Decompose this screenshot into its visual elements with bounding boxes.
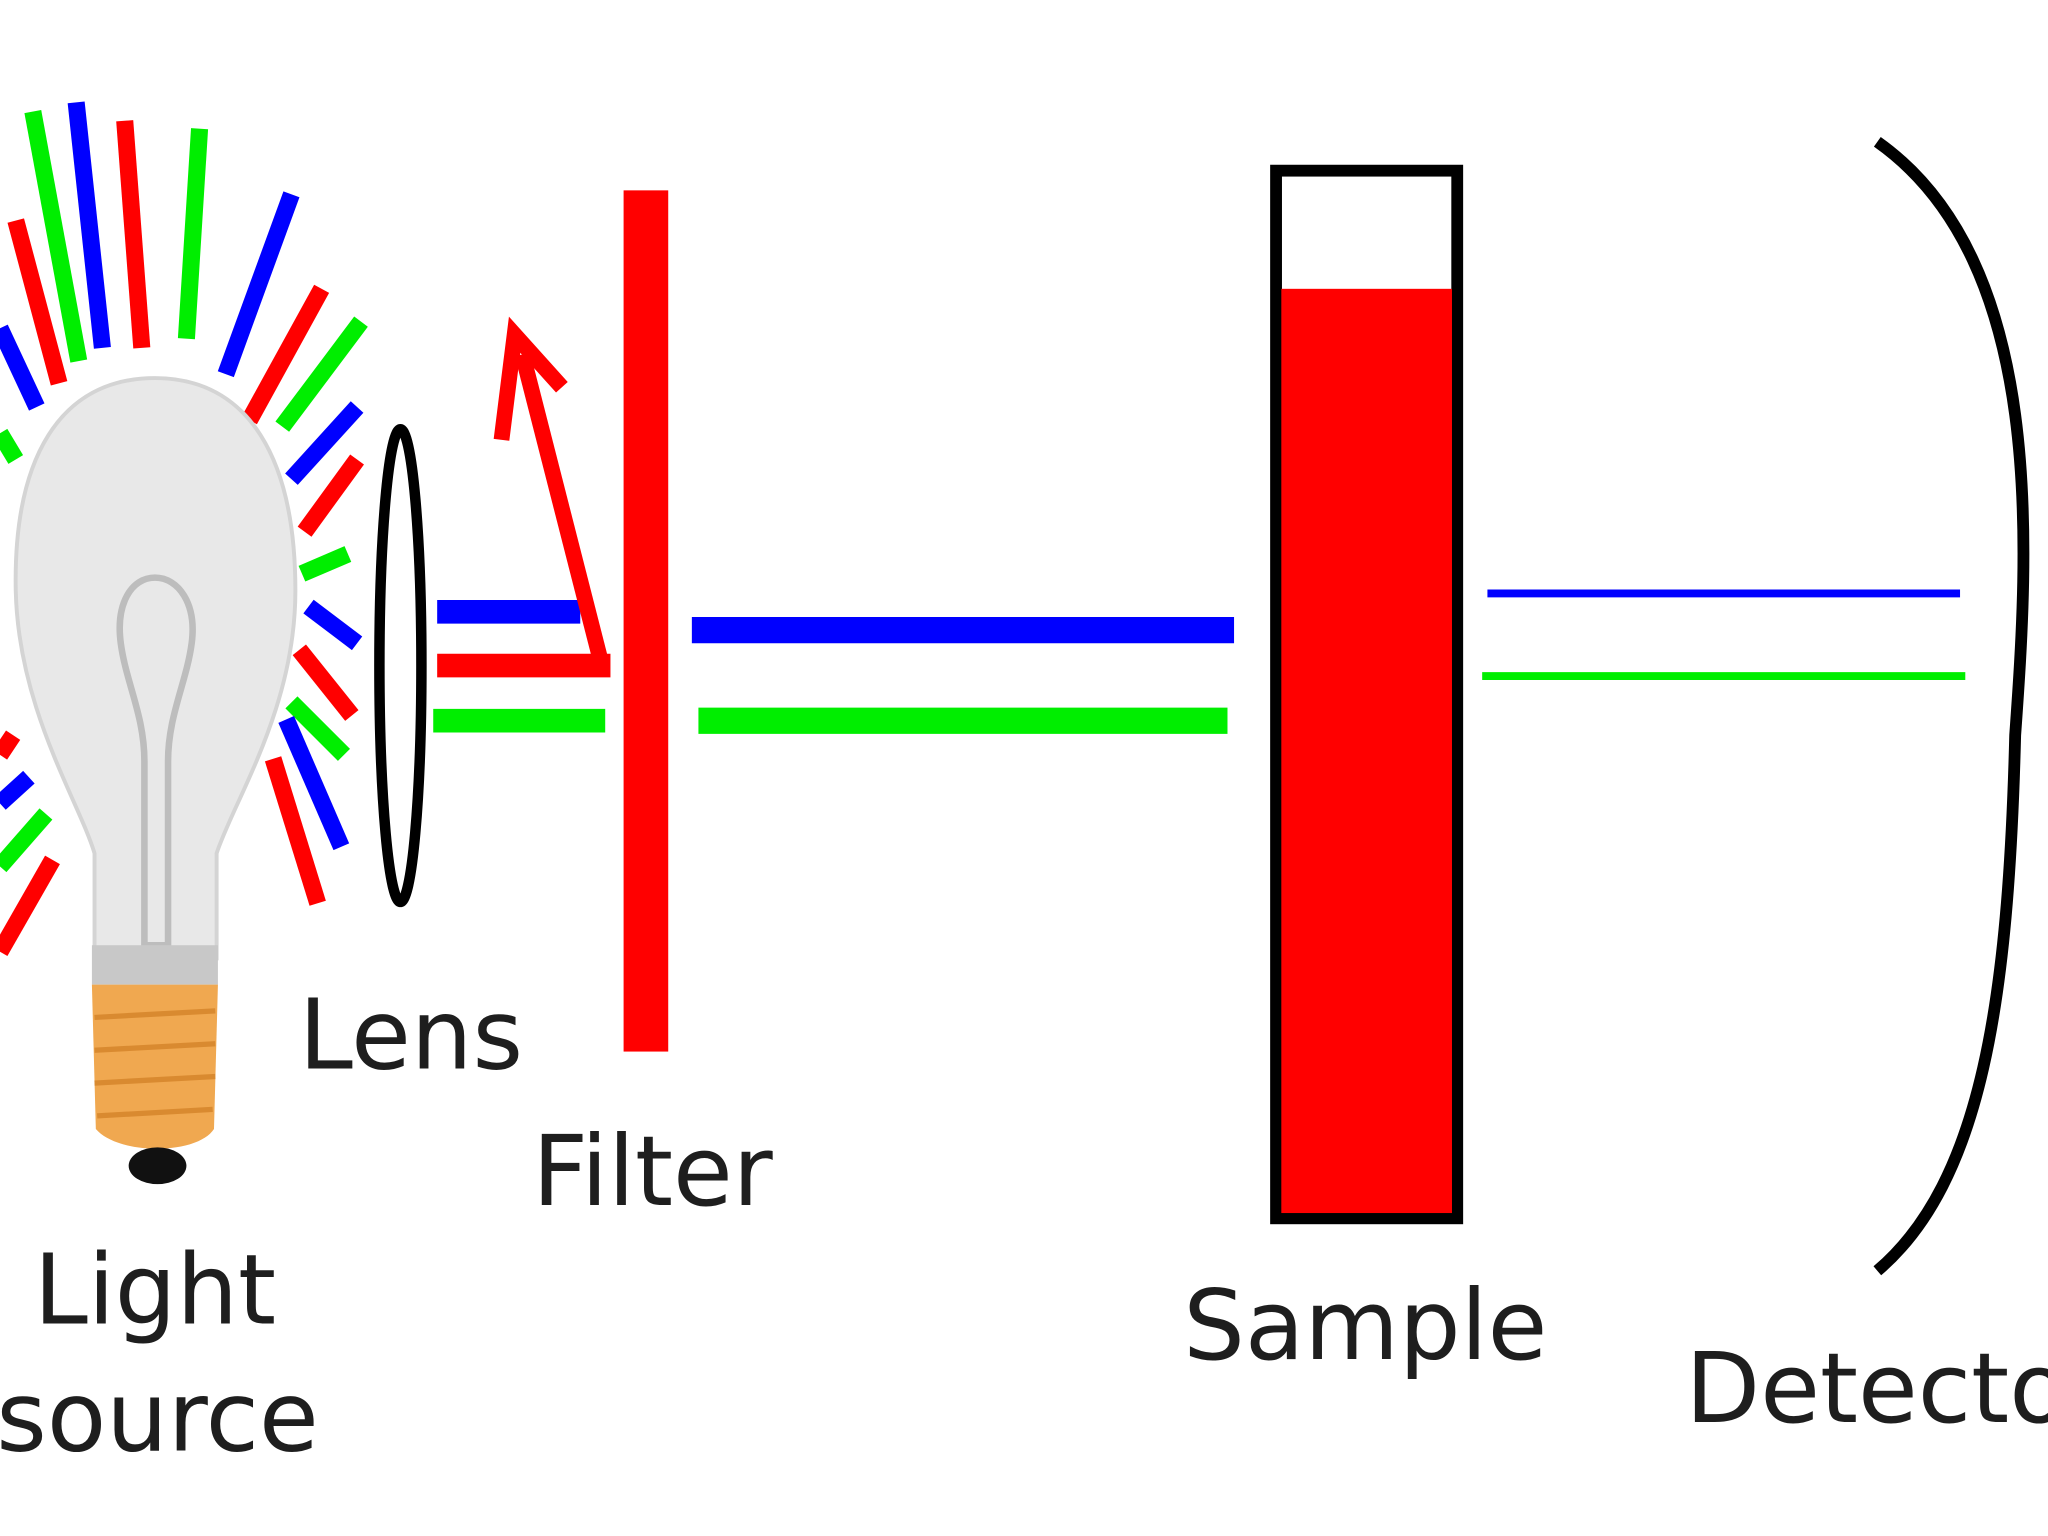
light-ray xyxy=(298,546,352,582)
light-ray xyxy=(116,120,151,349)
incoming-beams xyxy=(433,599,611,733)
light-ray xyxy=(0,428,24,464)
light-ray xyxy=(297,454,364,537)
filtered-beams xyxy=(691,617,1235,734)
light-ray xyxy=(264,756,326,906)
light-ray xyxy=(275,316,368,432)
light-ray xyxy=(177,128,209,340)
light-ray xyxy=(67,101,111,349)
light-ray xyxy=(285,696,350,761)
light-ray xyxy=(217,191,300,378)
light-ray xyxy=(0,770,35,810)
filter-shape xyxy=(623,190,669,1052)
light-ray xyxy=(7,218,68,386)
reflected-red-arrow xyxy=(493,316,609,665)
light-ray xyxy=(278,716,350,851)
lens-shape xyxy=(374,424,427,908)
light-ray xyxy=(0,324,45,411)
light-ray xyxy=(24,110,88,363)
light-ray xyxy=(241,284,330,425)
detector-label: Detector xyxy=(1685,1332,2048,1445)
transmitted-beams xyxy=(1482,589,1966,681)
light-ray xyxy=(303,599,363,651)
light-rays xyxy=(0,101,368,957)
light-ray xyxy=(285,401,364,485)
sample-liquid xyxy=(1281,288,1452,1214)
detector-arc xyxy=(1873,136,2030,1276)
light-ray xyxy=(292,644,359,721)
light-ray xyxy=(0,808,53,873)
light-ray xyxy=(0,730,21,760)
light-ray xyxy=(0,855,60,957)
light-source-label-1: Light xyxy=(34,1233,276,1346)
sample-label: Sample xyxy=(1183,1269,1547,1382)
light-source-label-2: source xyxy=(0,1361,319,1474)
light-bulb-icon xyxy=(13,376,298,1185)
filter-label: Filter xyxy=(532,1115,773,1228)
lens-label: Lens xyxy=(299,979,523,1092)
sample-cuvette xyxy=(1270,164,1464,1225)
